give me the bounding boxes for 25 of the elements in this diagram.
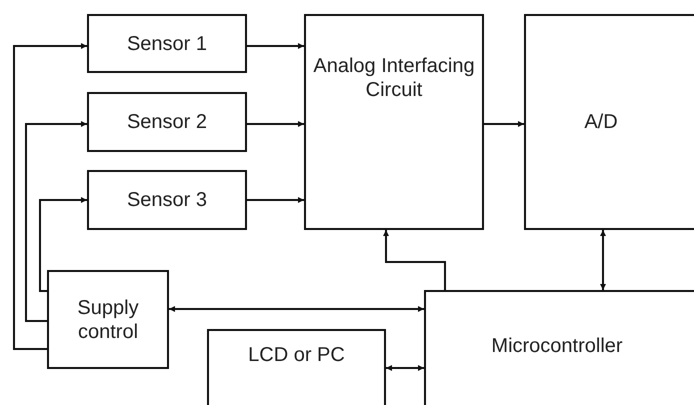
process-box xyxy=(47,270,169,369)
box-label: Microcontroller xyxy=(491,334,623,358)
box-label: A/D xyxy=(584,110,618,134)
box-label: Analog Interfacing Circuit xyxy=(312,54,476,102)
block-box xyxy=(304,14,484,230)
process-box xyxy=(87,170,247,230)
arrow xyxy=(484,121,524,127)
arrow xyxy=(25,121,87,322)
box-label: Sensor 2 xyxy=(126,110,208,134)
arrow xyxy=(247,43,304,49)
box-label: Sensor 3 xyxy=(126,188,208,212)
arrow xyxy=(247,121,304,127)
arrow xyxy=(39,197,87,292)
arrow xyxy=(383,230,446,290)
box-label: Supply control xyxy=(76,296,140,344)
arrow xyxy=(386,365,424,371)
arrow xyxy=(247,197,304,203)
arrow xyxy=(169,306,424,312)
arrow xyxy=(13,43,87,350)
arrow xyxy=(600,230,606,290)
box-label: Sensor 1 xyxy=(126,32,208,56)
process-box xyxy=(87,14,247,73)
block-box xyxy=(524,14,694,230)
process-box xyxy=(87,92,247,152)
box-label: LCD or PC xyxy=(248,343,345,367)
